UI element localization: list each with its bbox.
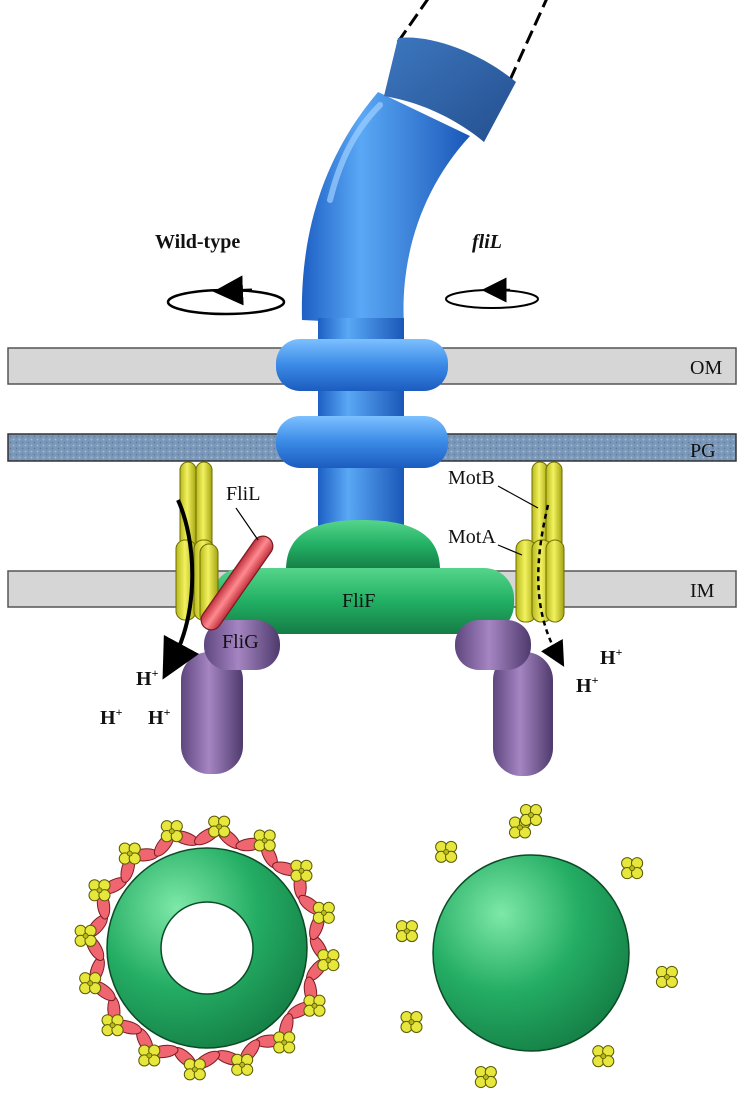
stator-complex — [655, 965, 678, 988]
flif-ring — [212, 568, 514, 634]
stator-complex — [435, 840, 458, 863]
label-outer-membrane: OM — [690, 357, 722, 379]
stator-complex — [74, 924, 97, 947]
bottom-view-wild-type — [74, 815, 340, 1081]
label-mota: MotA — [448, 526, 496, 548]
label-flil: FliL — [226, 483, 260, 505]
svg-text:H+: H+ — [576, 673, 599, 697]
proton-labels: H+ H+ H+ H+ H+ — [100, 645, 623, 729]
stator-right — [515, 461, 565, 623]
stator-complex — [118, 842, 141, 865]
stator-complex — [88, 879, 111, 902]
stator-complex — [303, 994, 326, 1017]
label-flif: FliF — [342, 590, 375, 612]
p-ring — [276, 416, 448, 468]
label-flig: FliG — [222, 631, 259, 653]
svg-text:H+: H+ — [100, 705, 123, 729]
stator-complex — [79, 972, 102, 995]
svg-text:H+: H+ — [600, 645, 623, 669]
stator-complex — [400, 1010, 423, 1034]
stator-complex — [312, 901, 335, 924]
stator-complex — [160, 820, 183, 843]
label-peptidoglycan: PG — [690, 440, 716, 462]
label-inner-membrane: IM — [690, 580, 715, 602]
flagellar-hook — [301, 92, 470, 325]
stator-complex — [101, 1014, 124, 1037]
ring-lumen — [160, 901, 254, 995]
label-motb: MotB — [448, 467, 495, 489]
svg-text:H+: H+ — [136, 666, 159, 690]
stator-complex — [519, 803, 543, 827]
stator-complex — [474, 1066, 497, 1089]
stator-complex — [208, 815, 231, 838]
proton-path-right — [537, 504, 565, 667]
l-ring — [276, 339, 448, 391]
stator-complex — [138, 1044, 161, 1067]
flil-protein — [200, 535, 274, 631]
stator-complex — [183, 1058, 206, 1081]
stator-left — [175, 461, 219, 625]
stator-complex — [621, 857, 644, 880]
filament-dashed-outline — [396, 0, 548, 81]
c-ring-right — [455, 620, 553, 776]
flif-ring-top-view — [432, 854, 630, 1052]
stator-complex — [231, 1053, 254, 1076]
rotation-arrow-mutant — [445, 277, 539, 309]
stator-complex — [273, 1031, 296, 1054]
label-mutant: fliL — [472, 231, 502, 253]
proton-path-left — [162, 499, 200, 680]
flif-dome — [286, 520, 440, 570]
stator-complex — [395, 920, 418, 943]
label-wild-type: Wild-type — [155, 231, 240, 253]
stator-complex — [253, 829, 276, 852]
svg-text:H+: H+ — [148, 705, 171, 729]
hook-cap — [384, 37, 516, 142]
c-ring-left — [181, 620, 280, 774]
leader-lines — [235, 485, 539, 556]
bottom-view-mutant — [395, 803, 678, 1089]
stator-complex — [592, 1045, 615, 1068]
stator-complex — [290, 859, 313, 882]
rotation-arrow-wild-type — [166, 275, 286, 316]
stator-complex — [317, 949, 340, 972]
